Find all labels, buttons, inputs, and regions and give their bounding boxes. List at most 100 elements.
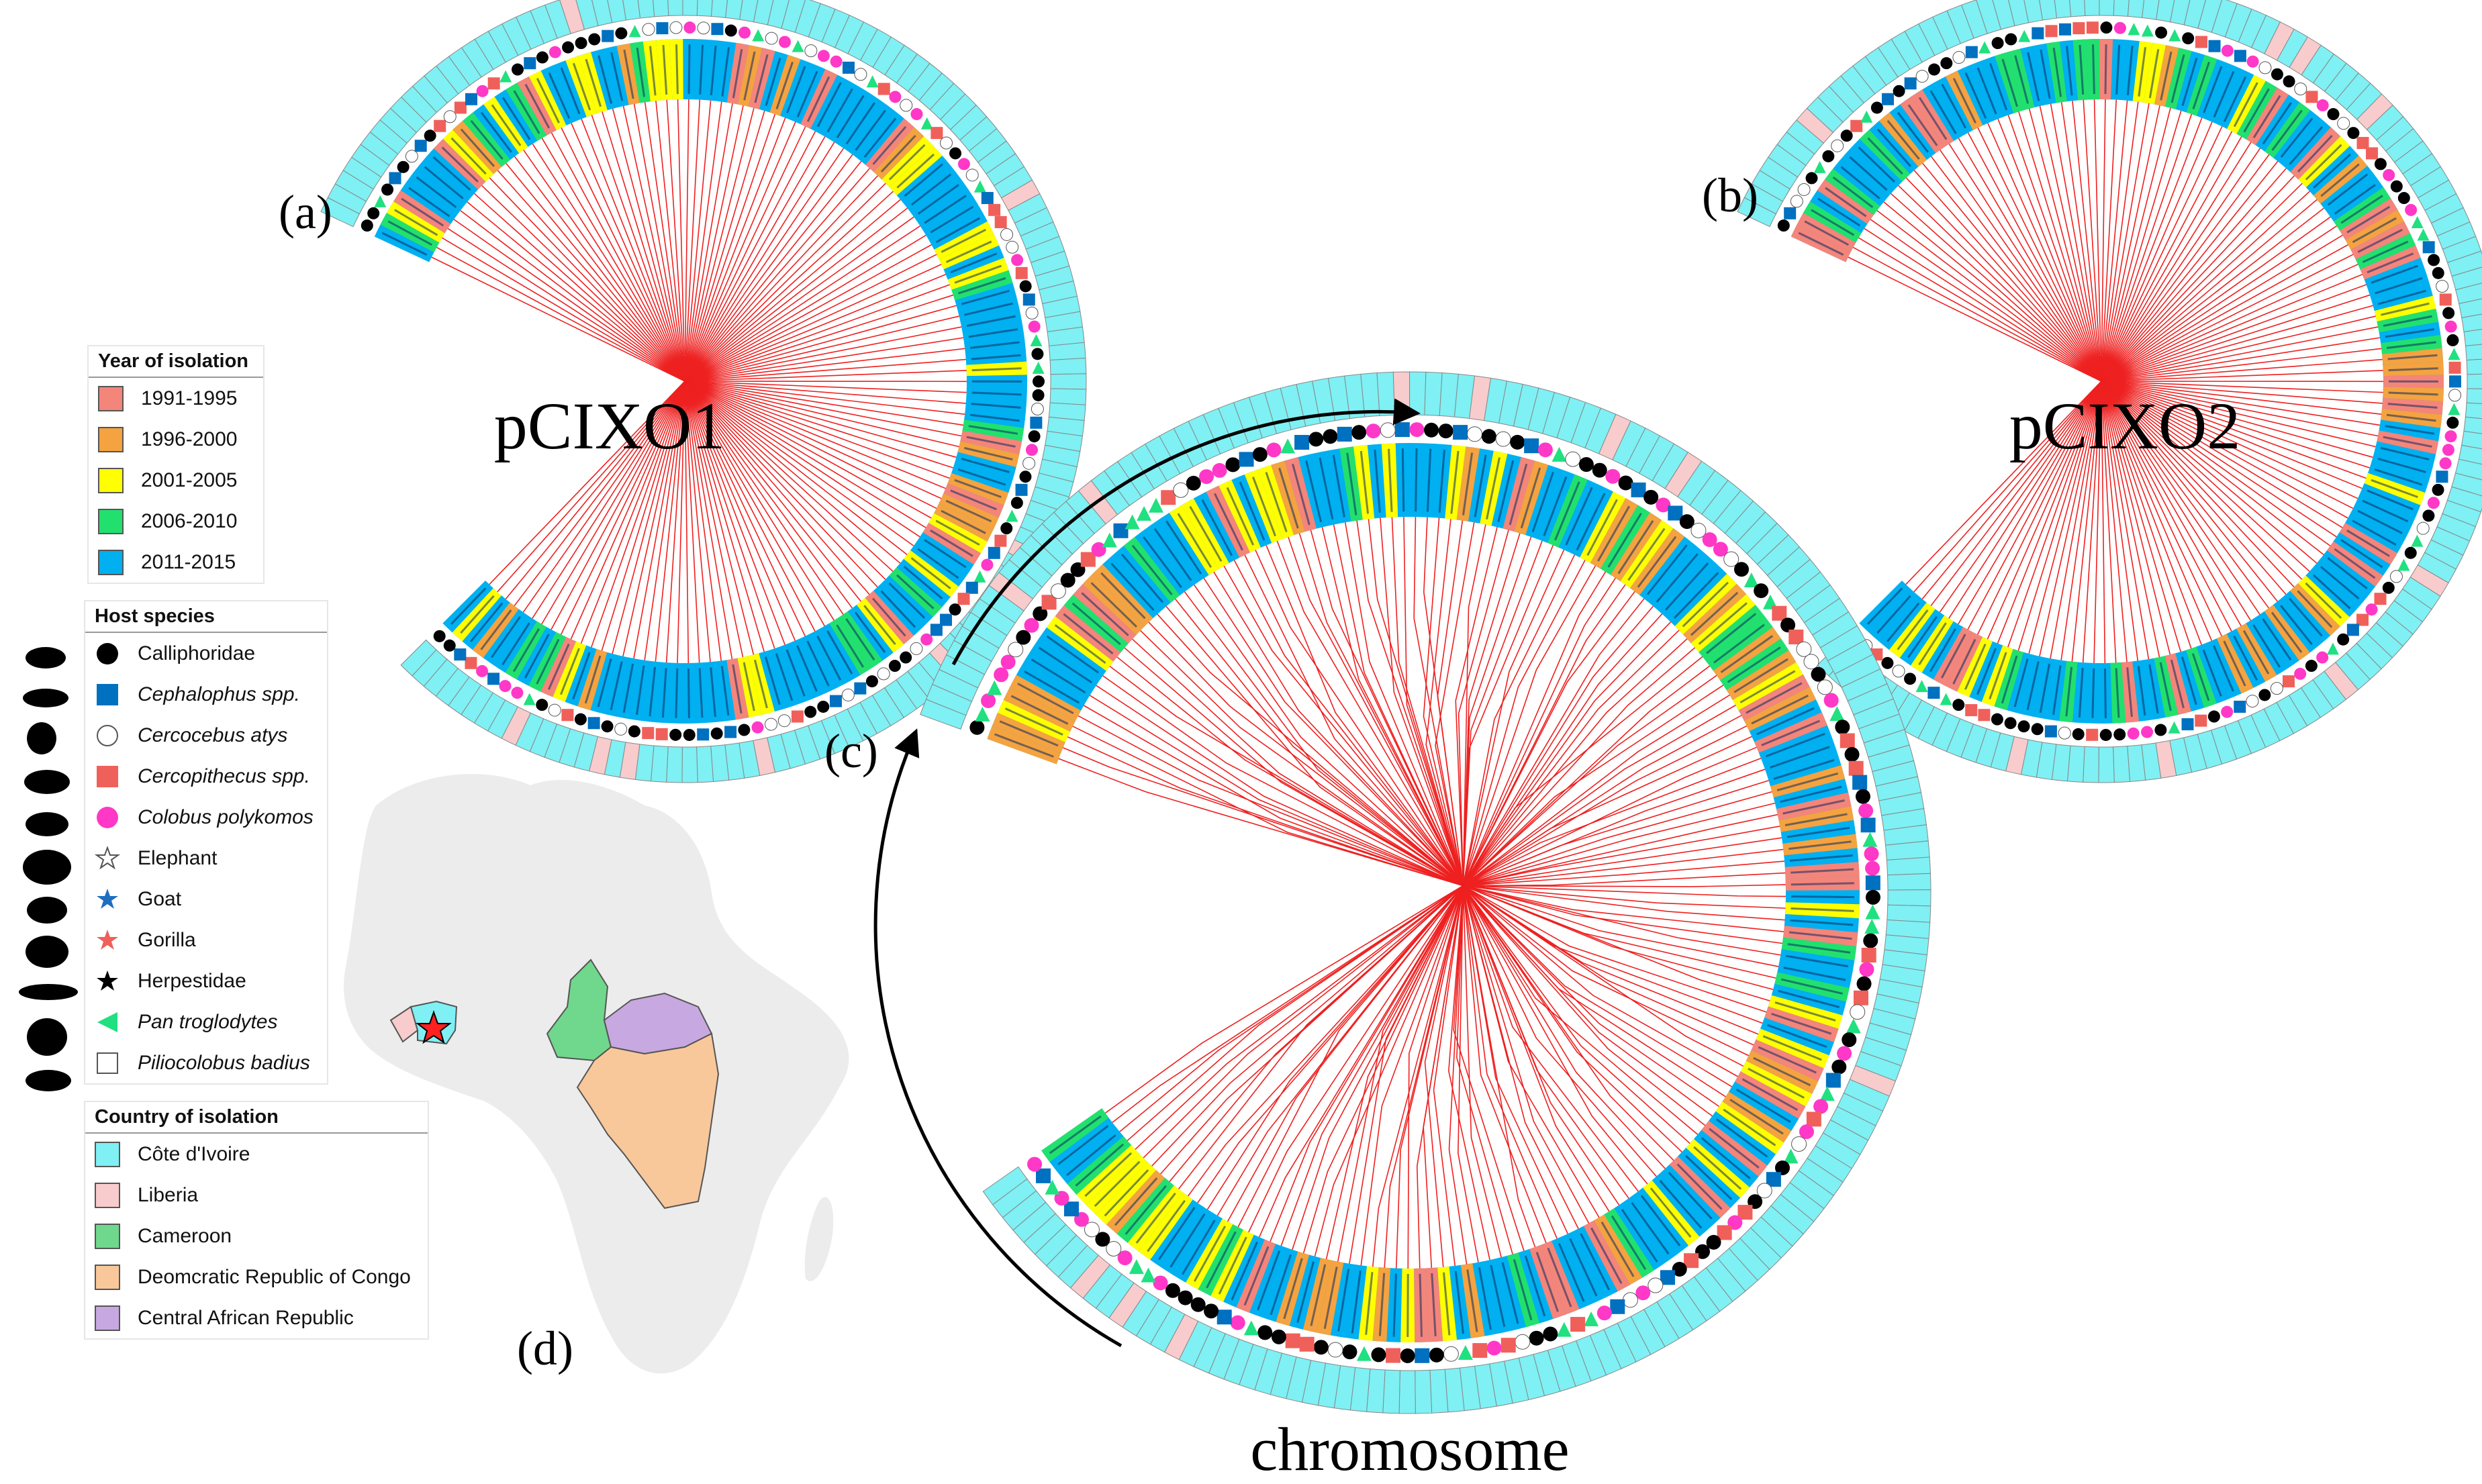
tree-branch	[684, 381, 942, 499]
tree-branch	[1462, 885, 1699, 1135]
tree-branch	[431, 256, 685, 382]
host-symbol	[1803, 654, 1819, 670]
tree-branch	[684, 381, 894, 572]
leaf-label-mark	[806, 76, 830, 122]
host-symbol	[2099, 728, 2112, 741]
host-symbol	[454, 648, 467, 661]
tree-branch	[1463, 860, 1785, 887]
leaf-label-mark	[1346, 452, 1357, 515]
legend-country-item: Côte d'Ivoire	[85, 1134, 428, 1175]
leaf-label-mark	[1866, 587, 1903, 625]
leaf-label-mark	[1100, 572, 1146, 620]
tree-branch	[684, 381, 853, 609]
tree-branch	[1453, 885, 1525, 1251]
host-symbol	[994, 215, 1007, 228]
host-symbol	[1570, 1317, 1586, 1332]
host-symbol	[2397, 558, 2410, 571]
host-symbol	[1011, 254, 1024, 266]
leaf-label-mark	[720, 666, 730, 715]
leaf-label-mark	[945, 240, 992, 263]
tree-branch	[2018, 111, 2102, 382]
host-symbol	[2422, 509, 2435, 522]
tree-branch	[2101, 117, 2203, 382]
host-symbol	[1723, 551, 1739, 567]
leaf-label-mark	[1798, 232, 1844, 256]
host-symbol	[1648, 1277, 1664, 1293]
tree-branch	[2101, 381, 2373, 458]
leaf-label-mark	[1780, 785, 1842, 803]
host-symbol	[1117, 1250, 1133, 1266]
leaf-label-mark	[687, 668, 690, 718]
host-symbol	[2397, 192, 2410, 205]
leaf-label-mark	[2202, 649, 2222, 697]
host-symbol	[1672, 1262, 1687, 1277]
leaf-label-mark	[1783, 967, 1846, 981]
leaf-label-mark	[2334, 548, 2376, 579]
leaf-label-mark	[2367, 489, 2414, 511]
tree-branch	[684, 381, 926, 528]
tree-pciXO1	[320, 0, 1087, 783]
host-symbol	[499, 680, 512, 693]
leaf-label-mark	[2327, 557, 2368, 589]
tree-branch	[2101, 381, 2181, 652]
host-symbol	[1952, 51, 1966, 64]
host-symbol	[2432, 483, 2444, 496]
legend-country-swatch	[95, 1182, 120, 1208]
leaf-label-mark	[2381, 302, 2430, 316]
host-symbol	[1356, 1346, 1372, 1361]
tree-branch	[684, 117, 786, 382]
tree-branch	[1302, 885, 1464, 1254]
host-symbol	[994, 667, 1009, 683]
leaf-label-mark	[966, 436, 1016, 448]
host-symbol	[2195, 714, 2207, 727]
leaf-label-mark	[460, 128, 495, 167]
tree-branch	[1898, 185, 2102, 382]
leaf-label-mark	[1031, 658, 1086, 694]
blue-star-icon	[95, 887, 120, 912]
tree-branch	[1104, 885, 1464, 1114]
leaf-label-mark	[941, 228, 987, 253]
leaf-label-mark	[1825, 187, 1867, 217]
leaf-label-mark	[1332, 454, 1345, 517]
host-symbol	[1032, 375, 1045, 388]
leaf-label-mark	[1310, 1264, 1327, 1326]
tree-branch	[1462, 549, 1565, 886]
legend-host-item: Cercocebus atys	[85, 715, 327, 756]
tree-branch	[684, 381, 966, 404]
tree-branch	[684, 175, 879, 382]
leaf-label-mark	[2357, 228, 2403, 253]
tree-branch	[1864, 228, 2102, 382]
host-symbol	[1204, 1303, 1219, 1319]
legend-host-label: Pan troglodytes	[138, 1010, 278, 1033]
host-symbol	[2271, 68, 2283, 81]
tree-branch	[1462, 524, 1486, 886]
leaf-label-mark	[2091, 668, 2095, 718]
tree-branch	[436, 246, 685, 382]
host-symbol	[2374, 158, 2387, 170]
leaf-label-mark	[1611, 1215, 1647, 1271]
tree-branch	[1148, 622, 1464, 887]
host-symbol	[910, 108, 923, 121]
leaf-label-mark	[1964, 72, 1987, 119]
leaf-label-mark	[1580, 1233, 1611, 1291]
country-ring-cell	[1392, 371, 1411, 415]
tree-branch	[2101, 381, 2348, 519]
tree-branch	[1259, 885, 1464, 1238]
host-symbol	[2356, 137, 2369, 150]
host-symbol	[949, 147, 962, 160]
legend-host-label: Herpestidae	[138, 969, 246, 992]
host-symbol	[361, 219, 373, 232]
tree-branch	[1270, 885, 1464, 1242]
leaf-label-mark	[971, 354, 1021, 360]
leaf-label-mark	[1135, 1192, 1176, 1244]
host-symbol	[1028, 430, 1041, 443]
tree-branch	[1435, 522, 1475, 886]
legend-host-item: Elephant	[85, 838, 327, 879]
leaf-label-mark	[710, 45, 717, 95]
host-symbol	[1153, 1275, 1168, 1291]
host-symbol	[2417, 228, 2430, 241]
tree-branch	[1462, 885, 1754, 1046]
leaf-label-mark	[450, 587, 487, 625]
host-symbol	[424, 130, 436, 142]
